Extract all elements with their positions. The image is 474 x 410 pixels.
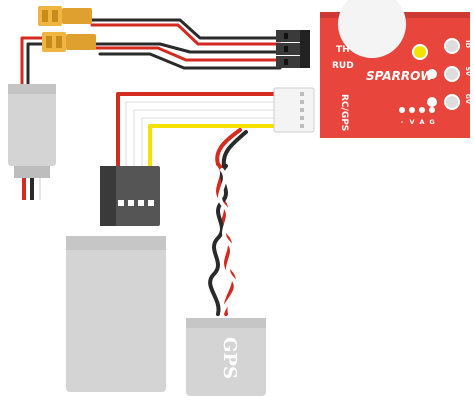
sparrow-board: TH RUD SPARROW ID 5V GV RC/GPS - V A G [320,0,472,138]
gps-module: GPS [186,318,266,396]
header-label-rud: RUD [332,61,354,71]
pad-2 [444,66,460,82]
gps-wires [208,128,248,316]
pin-label-1: - [401,118,404,126]
servo-plug-stack [276,30,310,68]
xt-connector-bottom [42,32,96,52]
sensor-cutout [338,0,406,58]
right-label-2: 5V [464,66,472,76]
pin-label-3: A [419,118,424,126]
xt-connector-top [38,6,92,26]
rc-receiver-module [66,236,166,392]
pin-label-2: V [409,118,414,126]
gps-label: GPS [219,337,240,379]
receiver-wires [116,92,276,170]
right-label-1: ID [464,40,472,48]
pin-label-4: G [429,118,434,126]
current-sensor-module [8,84,56,200]
header-label-th: TH [336,45,350,55]
right-label-3: GV [464,94,472,104]
receiver-plug [100,166,160,226]
led-indicator [412,44,428,60]
board-name: SPARROW [366,69,434,83]
pad-1 [444,38,460,54]
pad-3 [444,94,460,110]
port-label: RC/GPS [339,94,349,131]
battery-harness [20,18,282,90]
rc-jst-plug [273,87,315,133]
